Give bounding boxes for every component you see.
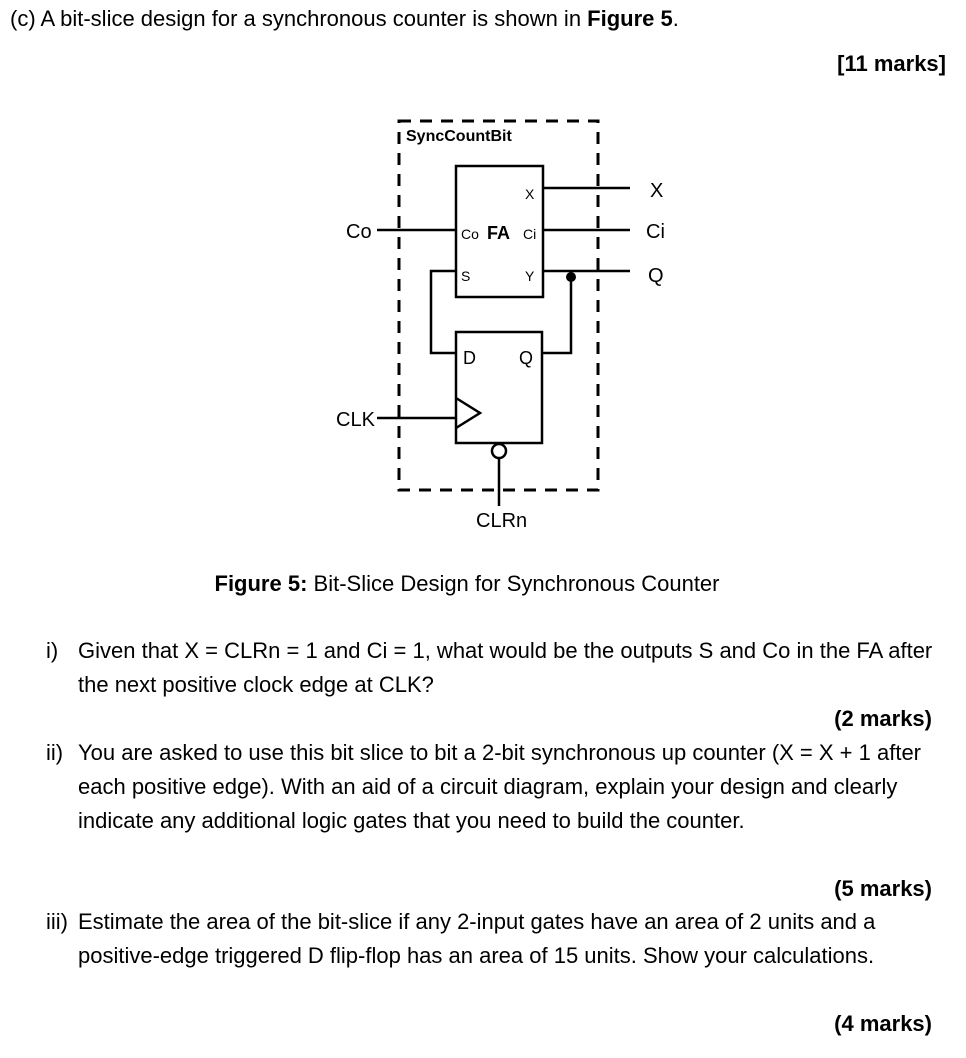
question-i: i) Given that X = CLRn = 1 and Ci = 1, w…: [46, 634, 946, 702]
clear-bubble-icon: [490, 442, 508, 460]
question-number: i): [46, 638, 59, 663]
syncountbit-boundary: [397, 119, 600, 492]
total-marks: [11 marks]: [837, 51, 946, 76]
question-number: ii): [46, 740, 64, 765]
question-iii: iii) Estimate the area of the bit-slice …: [46, 905, 946, 973]
label-x: X: [650, 180, 663, 202]
intro-suffix: .: [672, 6, 679, 31]
bit-slice-diagram: SyncCountBit FA X Co Ci S Y D Q Co CLK X…: [336, 119, 665, 532]
question-text: You are asked to use this bit slice to b…: [78, 740, 922, 833]
fa-port-x: X: [525, 186, 535, 202]
ff-port-d: D: [463, 348, 476, 368]
question-marks: (4 marks): [834, 1011, 932, 1036]
label-co-external: Co: [346, 221, 372, 243]
full-adder-block: [454, 164, 545, 299]
question-ii: ii) You are asked to use this bit slice …: [46, 736, 946, 838]
d-flip-flop-block: [454, 330, 544, 445]
label-clrn: CLRn: [476, 510, 527, 532]
junction-dot: [566, 272, 576, 282]
label-q: Q: [648, 265, 664, 287]
fa-port-co: Co: [461, 226, 479, 242]
fa-label: FA: [487, 223, 510, 243]
label-ci: Ci: [646, 221, 665, 243]
figure-reference: Figure 5: [587, 6, 673, 31]
fa-port-s: S: [461, 268, 470, 284]
block-name-label: SyncCountBit: [406, 128, 512, 145]
figure-caption: Figure 5: Bit-Slice Design for Synchrono…: [0, 567, 934, 601]
intro-text: (c) A bit-slice design for a synchronous…: [10, 2, 679, 36]
question-number: iii): [46, 909, 68, 934]
fa-port-y: Y: [525, 268, 535, 284]
question-marks: (5 marks): [834, 876, 932, 901]
question-text: Estimate the area of the bit-slice if an…: [78, 909, 876, 968]
ff-port-q: Q: [519, 348, 533, 368]
fa-port-ci: Ci: [523, 226, 536, 242]
intro-prefix: (c) A bit-slice design for a synchronous…: [10, 6, 588, 31]
label-clk: CLK: [336, 409, 376, 431]
caption-text: Bit-Slice Design for Synchronous Counter: [307, 571, 720, 596]
clock-triangle-icon: [455, 396, 483, 430]
question-text: Given that X = CLRn = 1 and Ci = 1, what…: [78, 638, 933, 697]
question-marks: (2 marks): [834, 706, 932, 731]
caption-label: Figure 5:: [214, 571, 308, 596]
wires: [377, 186, 630, 506]
